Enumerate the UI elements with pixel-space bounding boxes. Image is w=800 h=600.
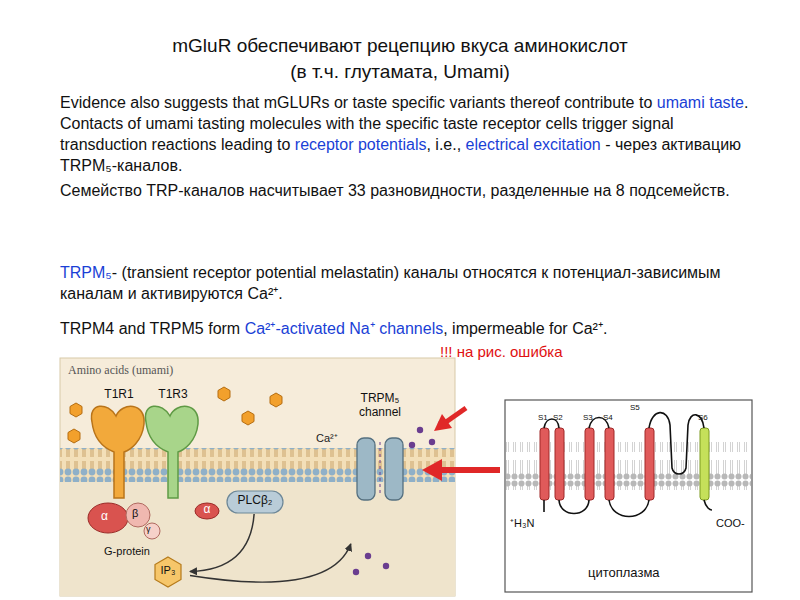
node-text: γ (146, 524, 151, 534)
terminus-label: COO- (716, 517, 745, 530)
ion-label: Ca²⁺ (316, 432, 338, 445)
drawing-line (380, 442, 381, 496)
paragraph-text: electrical excitation (466, 136, 601, 153)
drawing-use (70, 403, 82, 417)
segment-label: S3 (583, 413, 593, 422)
terminus-label: ⁺H₃N (510, 517, 534, 530)
g-protein: α βγG-protein (82, 498, 172, 564)
calcium-ions (353, 421, 444, 575)
segment-label: S1 (538, 413, 548, 422)
paragraph-text: receptor potentials (295, 136, 427, 153)
drawing-use (242, 411, 254, 425)
drawing-circle (353, 569, 359, 575)
alpha-subunit: α (192, 502, 222, 520)
segment-label: S2 (553, 413, 563, 422)
node-text: G-protein (82, 545, 172, 558)
region-label: цитоплазма (588, 566, 660, 581)
red-arrows (422, 408, 500, 481)
signal-arrow (190, 514, 254, 571)
receptor: T1R3 (140, 388, 206, 500)
drawing-rect (555, 428, 564, 500)
drawing-use (218, 387, 230, 401)
paragraph-text: - (transient receptor potential melastat… (60, 264, 721, 302)
node-text: PLCβ₂ (224, 494, 286, 508)
drawing-circle (365, 553, 371, 559)
receptor: T1R1 (86, 388, 152, 500)
enzyme: PLCβ₂ (224, 490, 286, 514)
drawing-rect (357, 438, 375, 500)
node-shape (86, 388, 152, 500)
node-text: T1R1 (86, 388, 152, 402)
node-text: α (101, 510, 108, 524)
node-text: β (132, 507, 138, 520)
node-text: T1R3 (140, 388, 206, 402)
drawing-rect (505, 400, 752, 592)
drawing-path (145, 406, 198, 498)
paragraph-text: TRPM4 and TRPM5 form (60, 320, 245, 337)
drawing-rect (700, 428, 709, 500)
drawing-use (68, 429, 80, 443)
drawing-ellipse (88, 503, 128, 533)
drawing-circle (417, 427, 423, 433)
drawing-path (544, 413, 712, 517)
drawing-rect (585, 428, 594, 500)
drawing-line (438, 467, 500, 473)
paragraph-text: Семейство TRP-каналов насчитывает 33 раз… (60, 182, 730, 199)
drawing-rect (385, 438, 403, 500)
topology-panel (505, 400, 752, 592)
text-paragraph: TRPM4 and TRPM5 form Ca²⁺-activated Na⁺ … (60, 318, 765, 339)
drawing-ellipse (126, 503, 150, 527)
drawing-rect (60, 358, 455, 596)
ion-channel: TRPM₅ channel (345, 392, 415, 544)
segment-label: S4 (603, 413, 613, 422)
paragraph-text: , impermeable for Ca²⁺. (443, 320, 607, 337)
drawing-line (446, 408, 466, 422)
paragraph-text: , i.e., (426, 136, 465, 153)
drawing-rect (540, 428, 549, 500)
drawing-polygon (422, 459, 442, 481)
segment-label: S5 (630, 403, 640, 412)
slide-title: mGluR обеспечивают рецепцию вкуса аминок… (165, 33, 635, 85)
paragraph-text: Evidence also suggests that mGLURs or ta… (60, 94, 657, 111)
paragraph-text: umami taste (657, 94, 744, 111)
drawing-ellipse (144, 523, 160, 539)
paragraph-text: TRPM₅ (60, 264, 112, 281)
text-paragraph: Семейство TRP-каналов насчитывает 33 раз… (60, 180, 750, 201)
drawing-polygon (434, 414, 452, 431)
second-messenger: IP₃ (146, 556, 190, 588)
text-paragraph: TRPM₅- (transient receptor potential mel… (60, 262, 765, 304)
drawing-rect (605, 428, 614, 500)
node-shape (140, 388, 206, 500)
segment-label: S6 (698, 413, 708, 422)
text-paragraph: Evidence also suggests that mGLURs or ta… (60, 92, 765, 176)
drawing-circle (429, 439, 435, 445)
signal-arrow (190, 544, 351, 582)
panel-heading: Amino acids (umami) (68, 364, 173, 378)
node-text: α (192, 503, 222, 517)
paragraph-text: Ca²⁺-activated Na⁺ channels (245, 320, 444, 337)
drawing-path (91, 406, 144, 498)
node-text: IP₃ (146, 564, 190, 577)
node-text: TRPM₅ channel (345, 392, 415, 420)
drawing-use (270, 393, 282, 407)
drawing-circle (383, 563, 389, 569)
error-note: !!! на рис. ошибка (440, 343, 563, 360)
drawing-rect (645, 428, 654, 500)
drawing-circle (409, 442, 415, 448)
umami-panel (60, 358, 455, 596)
